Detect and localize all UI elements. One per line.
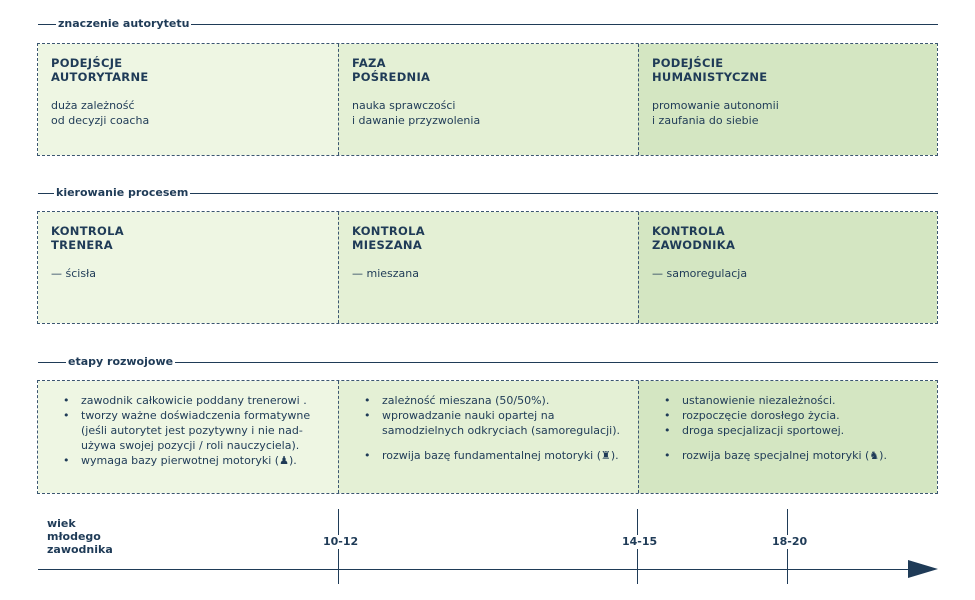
list-item: zależność mieszana (50/50%). xyxy=(364,393,625,408)
list-item: tworzy ważne doświadczenia formatywne(je… xyxy=(63,408,325,453)
section-line-etapy xyxy=(38,362,938,363)
cell-etap-1: zawodnik całkowicie poddany trenerowi . … xyxy=(38,381,338,493)
section-title-kierowanie: kierowanie procesem xyxy=(54,186,191,200)
list-item: rozwija bazę specjalnej motoryki (♞). xyxy=(664,448,924,463)
cell-text: — ścisła xyxy=(51,267,96,280)
list-item: rozwija bazę fundamentalnej motoryki (♜)… xyxy=(364,448,625,463)
cell-heading: KONTROLA xyxy=(652,224,725,238)
bullet-list: zależność mieszana (50/50%). wprowadzani… xyxy=(352,393,625,463)
list-item: wymaga bazy pierwotnej motoryki (♟). xyxy=(63,453,325,468)
cell-text: — samoregulacja xyxy=(652,267,748,280)
cell-text: promowanie autonomii xyxy=(652,99,779,112)
tick-label: 10-12 xyxy=(321,535,361,549)
cell-text: i zaufania do siebie xyxy=(652,114,759,127)
cell-heading: FAZA xyxy=(352,56,386,70)
cell-text: nauka sprawczości xyxy=(352,99,456,112)
cell-heading: KONTROLA xyxy=(352,224,425,238)
cell-heading: PODEJŚCIE xyxy=(652,56,724,70)
cell-etap-2: zależność mieszana (50/50%). wprowadzani… xyxy=(338,381,638,493)
bullet-list: zawodnik całkowicie poddany trenerowi . … xyxy=(51,393,325,468)
tick-label: 14-15 xyxy=(620,535,660,549)
list-item: rozpoczęcie dorosłego życia. xyxy=(664,408,924,423)
section-title-autorytet: znaczenie autorytetu xyxy=(56,17,192,31)
age-axis-line xyxy=(38,569,913,570)
cell-heading: PODEJŚCJE xyxy=(51,56,123,70)
cell-heading: POŚREDNIA xyxy=(352,70,431,84)
cell-heading: ZAWODNIKA xyxy=(652,238,736,252)
cell-text: duża zależność xyxy=(51,99,135,112)
cell-heading: KONTROLA xyxy=(51,224,124,238)
bullet-list: ustanowienie niezależności. rozpoczęcie … xyxy=(652,393,924,463)
cell-etap-3: ustanowienie niezależności. rozpoczęcie … xyxy=(638,381,937,493)
cell-text: i dawanie przyzwolenia xyxy=(352,114,481,127)
list-item: ustanowienie niezależności. xyxy=(664,393,924,408)
cell-heading: HUMANISTYCZNE xyxy=(652,70,768,84)
list-item: zawodnik całkowicie poddany trenerowi . xyxy=(63,393,325,408)
section-line-autorytet xyxy=(38,24,938,25)
cell-text: — mieszana xyxy=(352,267,419,280)
row-etapy: zawodnik całkowicie poddany trenerowi . … xyxy=(37,380,938,494)
tick-label: 18-20 xyxy=(770,535,810,549)
cell-heading: MIESZANA xyxy=(352,238,423,252)
list-item: droga specjalizacji sportowej. xyxy=(664,423,924,438)
section-line-kierowanie xyxy=(38,193,938,194)
cell-text: od decyzji coacha xyxy=(51,114,150,127)
section-title-etapy: etapy rozwojowe xyxy=(66,355,176,369)
list-item: wprowadzanie nauki opartej nasamodzielny… xyxy=(364,408,625,438)
cell-heading: AUTORYTARNE xyxy=(51,70,149,84)
arrow-right-icon xyxy=(908,560,938,578)
cell-heading: TRENERA xyxy=(51,238,113,252)
